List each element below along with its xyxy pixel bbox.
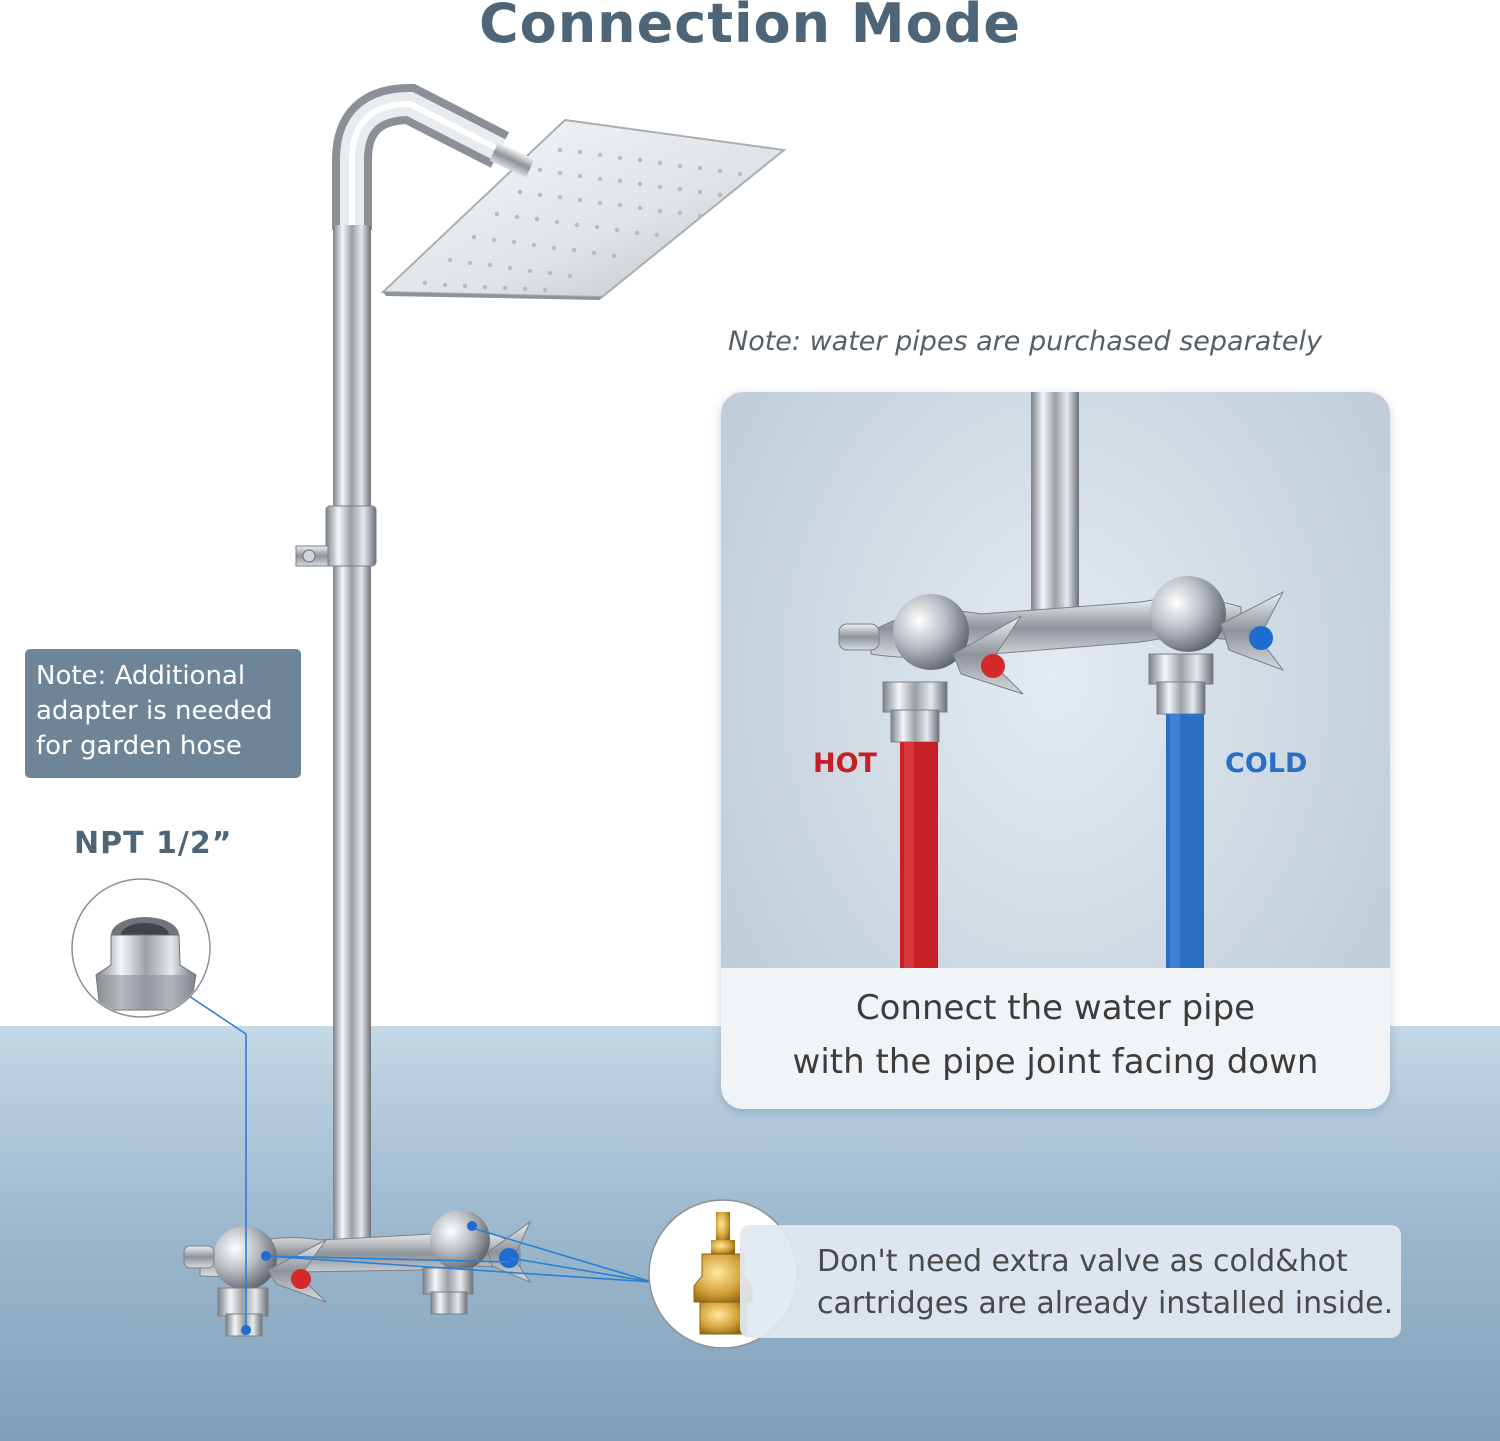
page-title: Connection Mode (478, 0, 1022, 55)
hot-label: HOT (813, 748, 877, 779)
cold-label: COLD (1225, 748, 1308, 779)
slide-bracket (295, 505, 377, 567)
callout-lines (188, 995, 653, 1330)
npt-fitting-label: NPT 1/2” (74, 826, 233, 861)
connection-detail-card: HOT COLD Connect the water pipe with the… (721, 392, 1390, 1109)
card-caption: Connect the water pipe with the pipe joi… (721, 968, 1390, 1109)
bottom-valve-body (183, 1210, 532, 1337)
pipe-purchase-note: Note: water pipes are purchased separate… (728, 326, 1322, 357)
adapter-note-box: Note: Additional adapter is needed for g… (25, 649, 301, 778)
npt-fitting-magnifier (71, 878, 211, 1018)
connection-detail-illustration (838, 392, 1285, 968)
caption-line-2: with the pipe joint facing down (792, 1042, 1319, 1082)
callout-dots (241, 1221, 477, 1335)
cartridge-note-line-2: cartridges are already installed inside. (817, 1286, 1394, 1321)
riser-pipe (333, 225, 371, 1250)
adapter-note-line-2: adapter is needed (36, 696, 273, 726)
rain-shower-head (380, 118, 787, 300)
card-hot-indicator (981, 654, 1005, 678)
adapter-note-line-1: Note: Additional (36, 661, 246, 691)
card-cold-indicator (1249, 626, 1273, 650)
caption-line-1: Connect the water pipe (855, 988, 1256, 1028)
cold-handle-indicator (499, 1248, 519, 1268)
cartridge-info-box: Don't need extra valve as cold&hot cartr… (740, 1225, 1401, 1338)
cartridge-note-line-1: Don't need extra valve as cold&hot (817, 1244, 1348, 1279)
hot-handle-indicator (291, 1269, 311, 1289)
shower-arm (332, 83, 535, 230)
card-riser-pipe (1031, 392, 1079, 622)
adapter-note-line-3: for garden hose (36, 731, 242, 761)
